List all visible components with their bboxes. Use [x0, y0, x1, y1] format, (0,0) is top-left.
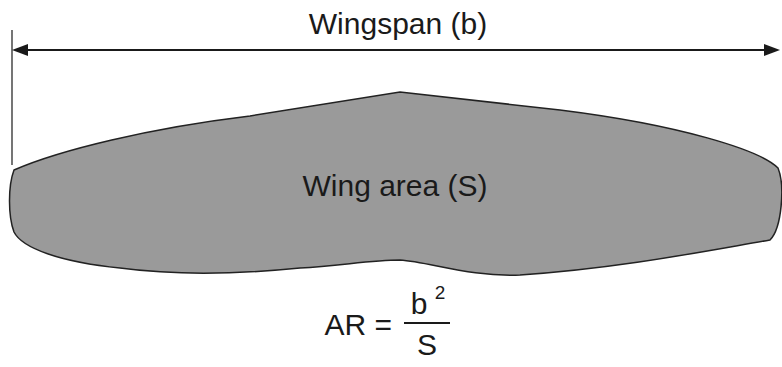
extension-line — [11, 30, 12, 165]
formula-variable: S — [417, 330, 437, 360]
wing-planform — [10, 92, 782, 275]
wing-shape: Wing area (S) — [8, 86, 782, 280]
area-label: Wing area (S) — [302, 169, 487, 203]
superscript: 2 — [435, 283, 446, 302]
span-arrow-line — [22, 49, 770, 51]
fraction-bar — [404, 322, 450, 324]
arrow-head — [764, 44, 780, 56]
arrow-head — [12, 44, 28, 56]
span-label: Wingspan (b) — [309, 9, 487, 39]
formula-text: AR = — [324, 310, 392, 340]
formula-variable: b — [411, 289, 428, 319]
